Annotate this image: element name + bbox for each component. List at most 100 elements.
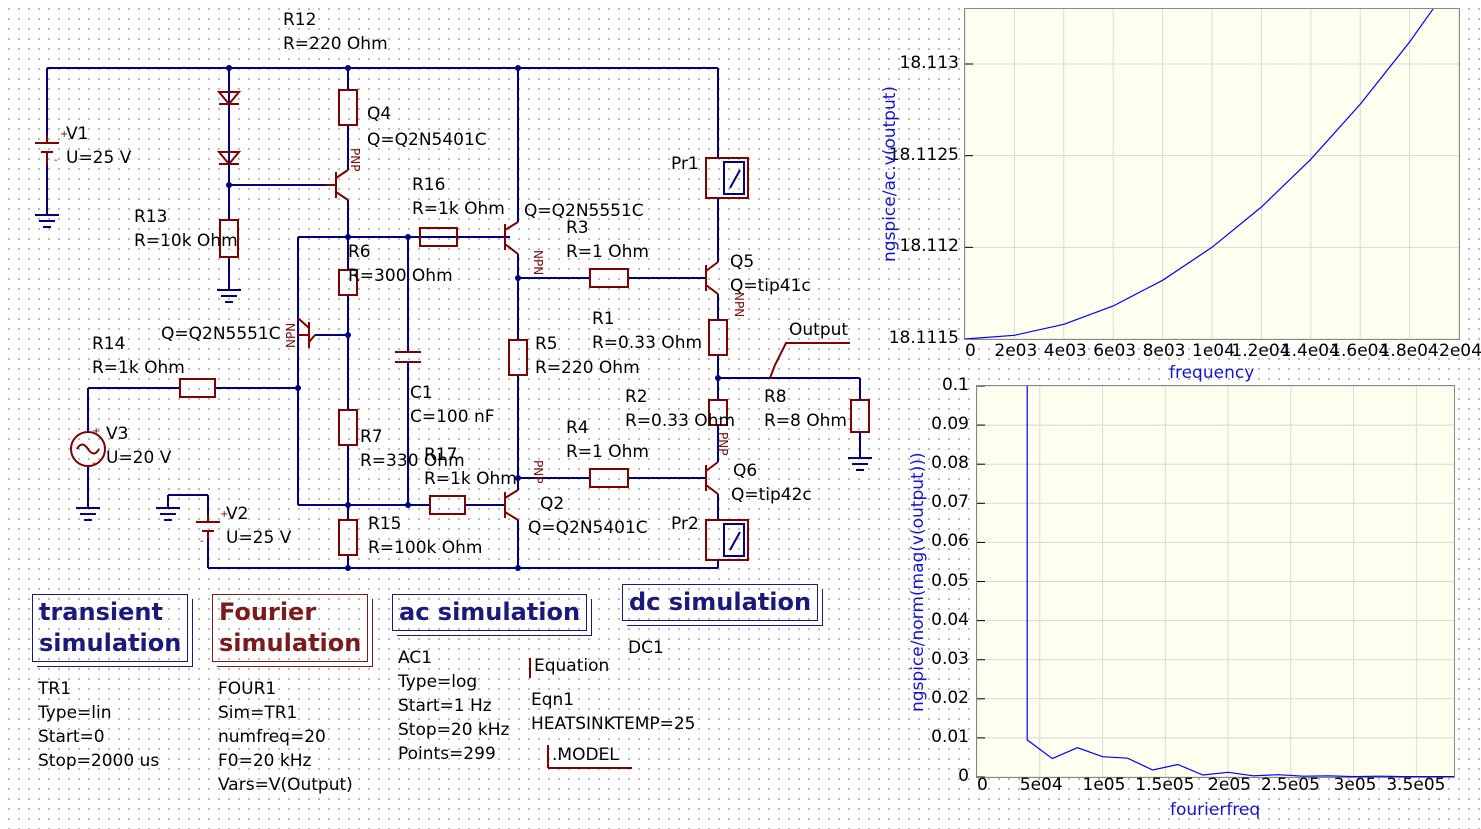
- transistor-q5: [705, 261, 719, 295]
- fourier-y-tick-label: 0.09: [931, 414, 969, 435]
- r3-value: R=1 Ohm: [566, 242, 649, 262]
- r7-value: R=330 Ohm: [360, 451, 465, 471]
- equation-tag[interactable]: Equation: [534, 656, 610, 676]
- fourier-y-tick-label: 0.04: [931, 609, 969, 630]
- r4-name: R4: [566, 418, 589, 438]
- q5-type: NPN: [732, 292, 746, 318]
- ac-params: AC1 Type=log Start=1 Hz Stop=20 kHz Poin…: [398, 646, 509, 766]
- fourier-y-tick-label: 0.05: [931, 570, 969, 591]
- fourier-x-tick-label: 1e05: [1082, 775, 1126, 795]
- probe-pr2: [705, 519, 749, 561]
- q5-name: Q5: [730, 252, 755, 272]
- ac-x-tick-label: 2e03: [994, 341, 1038, 361]
- fourier-y-tick-label: 0.1: [941, 375, 969, 395]
- resistor-r15: [338, 519, 358, 556]
- r3-name: R3: [566, 218, 589, 238]
- ac-x-tick-label: 1e04: [1192, 341, 1235, 361]
- ac-x-tick-label: 6e03: [1093, 341, 1137, 361]
- resistor-r7: [338, 409, 358, 446]
- dc-simulation-block[interactable]: dc simulation: [622, 584, 819, 621]
- transient-params: TR1 Type=lin Start=0 Stop=2000 us: [38, 677, 159, 773]
- v1-name: V1: [66, 124, 89, 144]
- ac-start: Start=1 Hz: [398, 696, 492, 716]
- r17-name: R17: [424, 445, 458, 465]
- v2-name: V2: [226, 504, 249, 524]
- q6-value: Q=tip42c: [731, 485, 812, 505]
- fourier-simulation-block[interactable]: Fourier simulation: [212, 594, 369, 662]
- ac-plot-area[interactable]: [964, 0, 1460, 340]
- r5-value: R=220 Ohm: [535, 358, 640, 378]
- fourier-x-tick-label: 1.5e05: [1135, 775, 1195, 795]
- v3-name: V3: [106, 424, 129, 444]
- c1-value: C=100 nF: [410, 407, 495, 427]
- probe-pr1: [705, 157, 749, 199]
- fourier-id: FOUR1: [218, 679, 277, 699]
- svg-text:+: +: [92, 426, 100, 437]
- svg-text:-: -: [92, 458, 96, 469]
- r2-name: R2: [625, 387, 648, 407]
- ac-y-tick-label: 18.1125: [888, 144, 959, 165]
- transient-title-line2: simulation: [39, 629, 182, 657]
- fourier-vars: Vars=V(Output): [218, 775, 353, 795]
- resistor-r14: [179, 378, 216, 398]
- ac-stop: Stop=20 kHz: [398, 720, 510, 740]
- c1-name: C1: [410, 383, 433, 403]
- ac-y-tick-label: 18.1115: [888, 328, 959, 348]
- pr2-name: Pr2: [671, 514, 699, 534]
- model-tag[interactable]: .MODEL: [552, 745, 619, 765]
- junctions: [226, 65, 721, 571]
- r12-value: R=220 Ohm: [283, 34, 388, 54]
- ac-x-tick-label: 1.4e04: [1280, 341, 1340, 361]
- fourier-numfreq: numfreq=20: [218, 727, 326, 747]
- transient-stop: Stop=2000 us: [38, 751, 160, 771]
- equation-params: Eqn1 HEATSINKTEMP=25: [531, 688, 696, 736]
- fourier-series-line: [1026, 386, 1454, 778]
- resistor-r1: [708, 319, 728, 356]
- transistor-q1: [504, 221, 519, 255]
- fourier-f0: F0=20 kHz: [218, 751, 312, 771]
- transistor-q2: [504, 489, 519, 521]
- output-label: Output: [789, 320, 849, 340]
- ac-x-tick-label: 1.2e04: [1231, 341, 1291, 361]
- fourier-sim: Sim=TR1: [218, 703, 298, 723]
- r14-name: R14: [92, 334, 126, 354]
- q2-type: PNP: [531, 460, 545, 484]
- r15-name: R15: [368, 514, 402, 534]
- r14-value: R=1k Ohm: [92, 358, 185, 378]
- ac-plot-svg: [964, 0, 1460, 340]
- fourier-x-tick-label: 5e04: [1019, 775, 1063, 795]
- r15-value: R=100k Ohm: [368, 538, 483, 558]
- fourier-plot-xlabel: fourierfreq: [1170, 800, 1261, 820]
- r16-value: R=1k Ohm: [412, 199, 505, 219]
- ac-points: Points=299: [398, 744, 496, 764]
- r7-name: R7: [360, 427, 383, 447]
- ac-simulation-block[interactable]: ac simulation: [392, 594, 588, 631]
- fourier-params: FOUR1 Sim=TR1 numfreq=20 F0=20 kHz Vars=…: [218, 677, 353, 797]
- resistor-r3: [589, 268, 629, 288]
- svg-text:+: +: [60, 129, 68, 140]
- q2-name: Q2: [540, 494, 565, 514]
- ac-plot-xlabel: frequency: [1169, 363, 1255, 383]
- schematic-canvas[interactable]: +++ ---: [0, 0, 880, 829]
- r13-value: R=10k Ohm: [134, 231, 238, 251]
- transient-simulation-block[interactable]: transient simulation: [32, 594, 189, 662]
- q5-value: Q=tip41c: [730, 276, 811, 296]
- transient-type: Type=lin: [38, 703, 112, 723]
- svg-text:-: -: [200, 536, 204, 547]
- transient-start: Start=0: [38, 727, 105, 747]
- dc-params: DC1: [628, 636, 664, 660]
- r13-name: R13: [134, 207, 168, 227]
- ac-x-tick-label: 1.6e04: [1330, 341, 1390, 361]
- resistor-r13: [219, 219, 239, 258]
- q6-type: PNP: [716, 432, 730, 456]
- pr1-name: Pr1: [671, 154, 699, 174]
- transient-id: TR1: [38, 679, 72, 699]
- ac-series-line: [964, 0, 1441, 340]
- ac-id: AC1: [398, 648, 433, 668]
- r12-name: R12: [283, 10, 317, 30]
- ac-title: ac simulation: [399, 598, 581, 626]
- fourier-plot-area[interactable]: [976, 385, 1455, 778]
- q1-value: Q=Q2N5551C: [524, 201, 644, 221]
- resistor-r12: [338, 89, 358, 126]
- dc-id: DC1: [628, 638, 664, 658]
